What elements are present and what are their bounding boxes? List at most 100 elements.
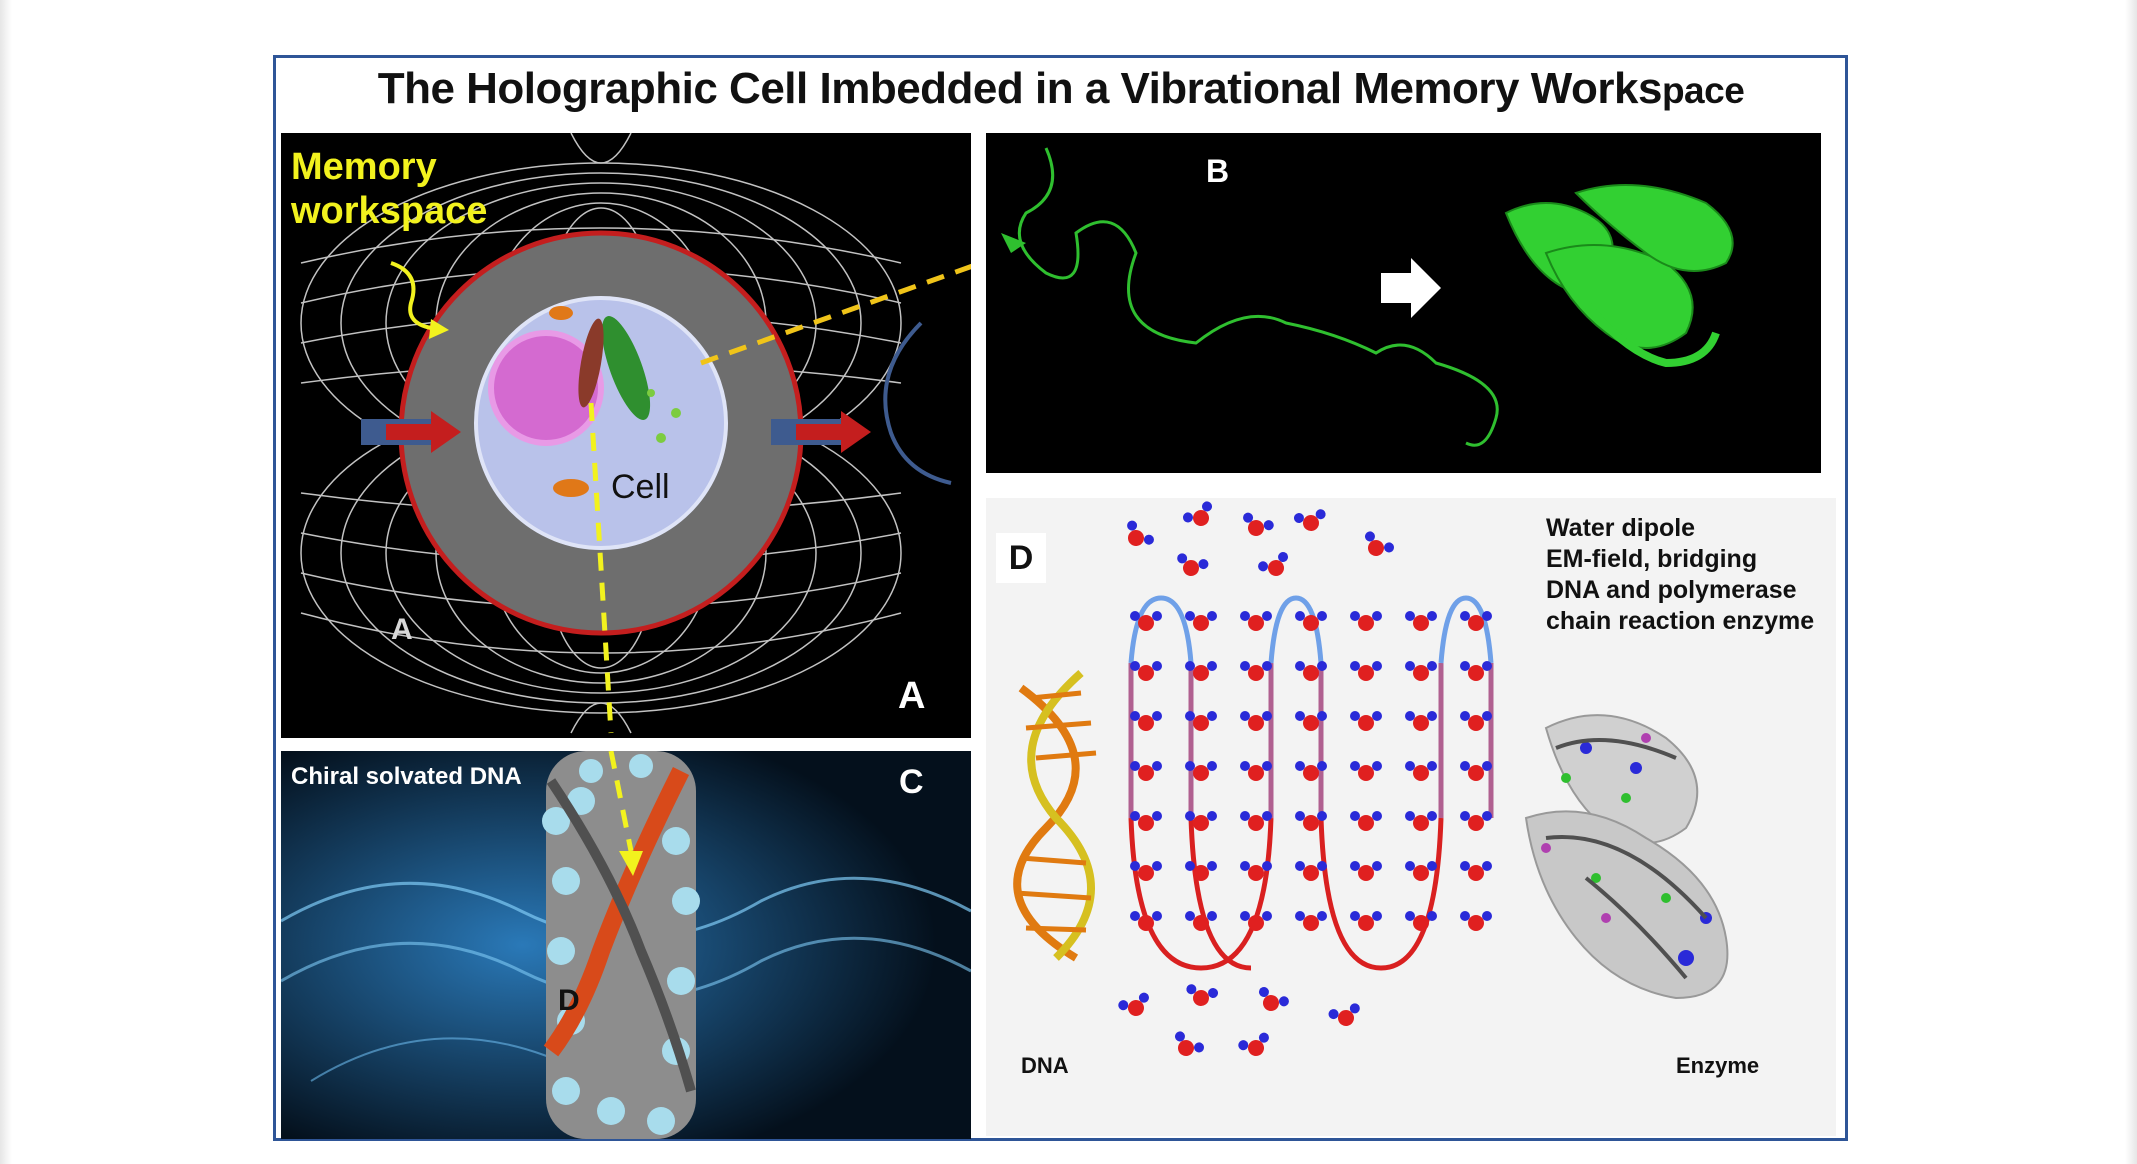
water-molecule (1240, 911, 1272, 931)
folded-protein (1504, 184, 1734, 368)
water-molecule (1293, 509, 1326, 531)
panel-d-legend: Water dipole EM-field, bridging DNA and … (1546, 513, 1814, 637)
water-dipoles (1118, 501, 1492, 1056)
water-molecule (1130, 811, 1162, 831)
water-molecule (1350, 711, 1382, 731)
water-molecule (1295, 611, 1327, 631)
fold-arrow-icon (1381, 258, 1441, 318)
panel-c-dashed-arrow (608, 751, 643, 876)
water-molecule (1405, 811, 1437, 831)
water-molecule (1130, 861, 1162, 881)
right-shadow-edge (2125, 0, 2137, 1164)
nucleus (488, 330, 604, 446)
water-molecule (1350, 611, 1382, 631)
mitochondrion-1 (553, 479, 589, 497)
panel-c-label: C (899, 763, 924, 801)
legend-line4: chain reaction enzyme (1546, 607, 1815, 635)
water-molecule (1258, 987, 1289, 1011)
panel-a-graphic (300, 133, 971, 734)
water-molecule (1185, 811, 1217, 831)
cell-label: Cell (611, 468, 670, 506)
water-molecule (1240, 861, 1272, 881)
water-molecule (1174, 1031, 1205, 1056)
water-molecule (1295, 761, 1327, 781)
water-molecule (1295, 711, 1327, 731)
water-molecule (1460, 911, 1492, 931)
dashed-arrow-to-dna (588, 402, 614, 734)
water-molecule (1240, 711, 1272, 731)
water-molecule (1118, 992, 1149, 1016)
water-molecule (1130, 711, 1162, 731)
water-molecule (1350, 911, 1382, 931)
panel-c: Chiral solvated DNA C D (281, 748, 971, 1139)
water-molecule (1460, 661, 1492, 681)
water-molecule (1185, 911, 1217, 931)
water-molecule (1405, 661, 1437, 681)
dna-helix-small (1013, 670, 1097, 962)
water-molecule (1405, 911, 1437, 931)
water-molecule (1460, 761, 1492, 781)
water-molecule (1460, 611, 1492, 631)
enzyme-caption: Enzyme (1676, 1053, 1760, 1078)
enzyme-structure (1524, 714, 1729, 1000)
water-molecule (1130, 661, 1162, 681)
water-molecule (1295, 661, 1327, 681)
em-standing-wave (1128, 595, 1494, 971)
outer-blue-arc (883, 321, 952, 485)
water-molecule (1460, 811, 1492, 831)
water-molecule (1405, 711, 1437, 731)
legend-line3: DNA and polymerase (1546, 576, 1797, 604)
water-molecule (1295, 911, 1327, 931)
water-molecule (1127, 520, 1154, 546)
panel-b-graphic (1001, 147, 1734, 447)
dashed-arrow-to-protein (700, 263, 971, 366)
panel-c-graphic (281, 751, 971, 1139)
water-molecule (1130, 611, 1162, 631)
panel-a-corner-label: A (898, 675, 926, 717)
water-molecule (1350, 811, 1382, 831)
figure-frame: The Holographic Cell Imbedded in a Vibra… (273, 55, 1848, 1141)
mitochondrion-2 (549, 306, 573, 320)
panel-b-label: B (1206, 153, 1230, 189)
water-molecule (1130, 761, 1162, 781)
figure-title: The Holographic Cell Imbedded in a Vibra… (276, 64, 1846, 114)
panel-a: Memory workspace Cell A A (281, 133, 971, 738)
blue-arrow-left (361, 411, 461, 453)
panel-c-caption: Chiral solvated DNA (291, 763, 522, 790)
blue-arrow-right (771, 411, 871, 453)
water-molecule (1405, 761, 1437, 781)
memory-label-line2: workspace (291, 190, 488, 232)
water-molecule (1295, 861, 1327, 881)
water-molecule (1240, 661, 1272, 681)
dna-caption: DNA (1021, 1053, 1069, 1078)
unfolded-protein (1017, 147, 1499, 447)
water-molecule (1258, 552, 1289, 576)
water-molecule (1185, 611, 1217, 631)
left-shadow-edge (0, 0, 12, 1164)
panel-b: B (986, 133, 1821, 473)
panel-d-graphic (1013, 501, 1729, 1056)
panel-d: D Water dipole EM-field, bridging DNA an… (986, 498, 1836, 1136)
solvated-dna-helix (542, 751, 700, 1139)
water-molecule (1328, 1003, 1360, 1026)
title-main: The Holographic Cell Imbedded in a Vibra… (377, 64, 1663, 113)
water-molecule (1295, 811, 1327, 831)
water-molecule (1405, 861, 1437, 881)
water-molecule (1350, 861, 1382, 881)
water-molecule (1243, 512, 1274, 536)
legend-line1: Water dipole (1546, 514, 1696, 542)
water-molecule (1130, 911, 1162, 931)
water-molecule (1350, 761, 1382, 781)
memory-workspace-label: Memory workspace (291, 145, 487, 233)
water-molecule (1185, 711, 1217, 731)
golgi (601, 316, 651, 420)
legend-line2: EM-field, bridging (1546, 545, 1758, 573)
title-tail: pace (1661, 70, 1745, 111)
water-molecule (1177, 553, 1209, 576)
water-molecule (1240, 611, 1272, 631)
water-molecule (1240, 811, 1272, 831)
water-molecule (1238, 1032, 1269, 1056)
water-molecule (1185, 661, 1217, 681)
water-molecule (1186, 984, 1219, 1006)
panel-d-label: D (996, 533, 1046, 583)
